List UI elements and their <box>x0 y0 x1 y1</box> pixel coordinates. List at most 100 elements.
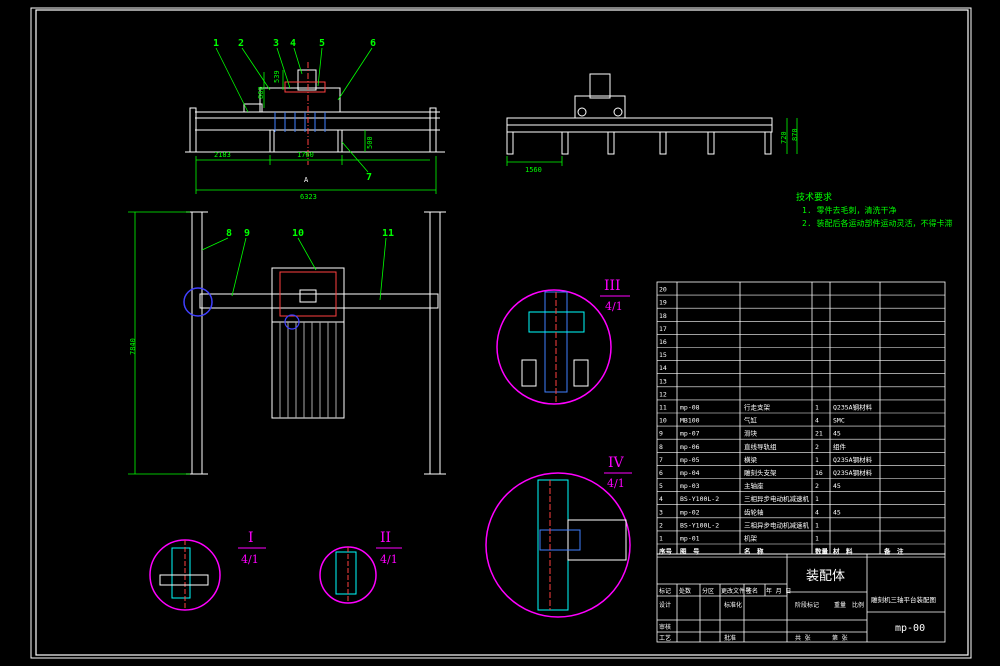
bom-cell-code: mp-07 <box>680 430 700 438</box>
bom-cell-no: 8 <box>659 443 663 451</box>
bom-cell-no: 5 <box>659 482 663 490</box>
bom-cell-qty: 1 <box>815 404 819 412</box>
title-block-grid <box>656 553 946 643</box>
callout-11: 11 <box>382 228 394 239</box>
callout-8: 8 <box>226 228 232 239</box>
side-view-dimensions <box>506 118 798 166</box>
bom-table-grid <box>656 281 946 555</box>
callout-3: 3 <box>273 38 279 49</box>
tech-requirement-2: 2. 装配后各运动部件运动灵活，不得卡滞 <box>802 218 952 228</box>
detail-ii-scale: 4/1 <box>380 553 398 566</box>
dim-front-height-b: 539 <box>273 70 281 83</box>
tb-sheet-1: 第 张 <box>832 634 848 642</box>
title-block-text: 标记 处数 分区 更改文件号 签名 年 月 日 设计 标准化 审核 工艺 批准 … <box>659 587 864 642</box>
tb-row1-4: 签名 <box>746 587 758 595</box>
bom-cell-material: Q235A钢材料 <box>833 403 873 412</box>
front-view-dimension-labels: 2183 1760 6323 860 539 500 A <box>214 70 374 201</box>
bom-cell-no: 10 <box>659 417 667 425</box>
side-view <box>506 73 773 155</box>
dim-front-right-h: 500 <box>366 136 374 149</box>
bom-cell-material: Q235A钢材料 <box>833 468 873 477</box>
callout-2: 2 <box>238 38 244 49</box>
dim-side-height-b: 870 <box>791 128 799 141</box>
detail-i-roman: I <box>248 530 254 546</box>
bom-cell-no: 3 <box>659 508 663 516</box>
bom-cell-no: 14 <box>659 364 667 372</box>
top-callout-lines <box>201 237 387 301</box>
drawing-number: mp-00 <box>895 623 925 634</box>
bom-cell-no: 15 <box>659 351 667 359</box>
bom-cell-no: 9 <box>659 430 663 438</box>
tb-row1-3: 更改文件号 <box>721 587 751 595</box>
top-view <box>186 211 446 475</box>
bom-cell-no: 16 <box>659 338 667 346</box>
bom-cell-code: MB100 <box>680 417 700 425</box>
bom-cell-no: 1 <box>659 535 663 543</box>
front-callout-numbers: 1 2 3 4 5 6 7 <box>213 38 376 183</box>
bom-cell-qty: 2 <box>815 482 819 490</box>
drawing-title-sub: 雕刻机三轴平台装配图 <box>871 595 936 604</box>
bom-header-name: 名 称 <box>744 547 764 556</box>
bom-cell-name: 三相异步电动机减速机 <box>744 520 810 529</box>
tb-row2-0: 设计 <box>659 601 671 609</box>
tb-row3-0: 审核 <box>659 623 671 631</box>
bom-cell-no: 18 <box>659 312 667 320</box>
tb-stage-2: 比例 <box>852 601 864 609</box>
bom-cell-qty: 1 <box>815 456 819 464</box>
dim-front-center: 1760 <box>297 151 314 159</box>
bom-cell-no: 6 <box>659 469 663 477</box>
detail-iv <box>485 472 631 618</box>
bom-cell-name: 行走支架 <box>744 403 771 412</box>
callout-7: 7 <box>366 172 372 183</box>
callout-5: 5 <box>319 38 325 49</box>
detail-iv-roman: IV <box>608 455 625 471</box>
bom-cell-name: 横梁 <box>744 455 758 464</box>
front-callout-lines <box>215 47 373 173</box>
detail-iii-scale: 4/1 <box>605 300 623 313</box>
bom-cell-material: Q235A钢材料 <box>833 455 873 464</box>
side-view-dimension-labels: 1560 720 870 <box>525 128 799 174</box>
bom-cell-code: BS-Y100L-2 <box>680 521 719 529</box>
bom-cell-code: mp-04 <box>680 469 700 477</box>
bom-cell-no: 19 <box>659 299 667 307</box>
tech-requirement-1: 1. 零件去毛刺，清洗干净 <box>802 205 896 215</box>
tb-row1-1: 处数 <box>679 587 691 595</box>
bom-cell-name: 三相异步电动机减速机 <box>744 494 810 503</box>
bom-cell-qty: 1 <box>815 521 819 529</box>
bom-cell-code: mp-08 <box>680 404 700 412</box>
tech-requirements: 技术要求 1. 零件去毛刺，清洗干净 2. 装配后各运动部件运动灵活，不得卡滞 <box>796 191 952 228</box>
bom-cell-code: mp-02 <box>680 508 700 516</box>
bom-cell-material: 45 <box>833 430 841 438</box>
bom-cell-no: 13 <box>659 377 667 385</box>
bom-header-code: 图 号 <box>680 547 700 556</box>
tb-row2-2: 标准化 <box>724 601 742 609</box>
front-view <box>185 62 445 165</box>
tb-row1-2: 分区 <box>702 587 714 595</box>
bom-cell-code: mp-03 <box>680 482 700 490</box>
tb-row1-0: 标记 <box>659 587 671 595</box>
callout-6: 6 <box>370 38 376 49</box>
detail-iv-scale: 4/1 <box>607 477 625 490</box>
detail-iii <box>496 289 612 405</box>
bom-header-material: 材 料 <box>832 547 853 556</box>
bom-header-note: 备 注 <box>883 547 904 556</box>
callout-9: 9 <box>244 228 250 239</box>
detail-iv-label: IV 4/1 <box>604 455 632 490</box>
bom-cell-no: 2 <box>659 521 663 529</box>
bom-cell-name: 滑块 <box>744 429 758 438</box>
dim-front-height-a: 860 <box>257 86 265 99</box>
bom-cell-material: 组件 <box>833 442 847 451</box>
front-view-dimensions <box>195 70 437 194</box>
bom-header-no: 序号 <box>658 547 673 556</box>
top-callout-numbers: 8 9 10 11 <box>226 228 394 239</box>
tb-stage-0: 阶段标记 <box>795 601 819 609</box>
tech-requirements-heading: 技术要求 <box>796 191 832 203</box>
bom-cell-no: 4 <box>659 495 663 503</box>
bom-cell-no: 7 <box>659 456 663 464</box>
bom-cell-name: 气缸 <box>744 416 758 425</box>
dim-side-height-a: 720 <box>780 131 788 144</box>
bom-cell-qty: 1 <box>815 495 819 503</box>
bom-cell-name: 机架 <box>744 534 758 543</box>
sheet-inner-border <box>35 9 969 656</box>
